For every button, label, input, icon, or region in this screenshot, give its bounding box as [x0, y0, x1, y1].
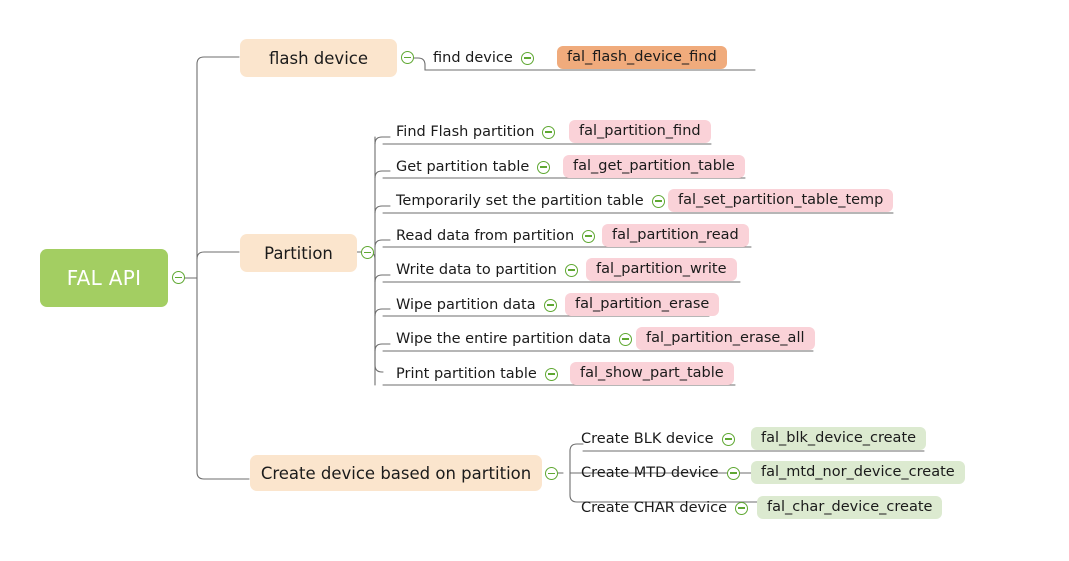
leaf-label: Create BLK device [581, 431, 714, 447]
collapse-minus-circle-icon-wipe-the-entire-partition-data[interactable] [619, 332, 632, 346]
api-badge-fal-show-part-table[interactable]: fal_show_part_table [570, 362, 734, 385]
leaf-row-get-partition-table[interactable]: Get partition table [396, 159, 556, 175]
leaf-row-print-partition-table[interactable]: Print partition table [396, 366, 564, 382]
leaf-row-temporarily-set-the-partition-table[interactable]: Temporarily set the partition table [396, 193, 671, 209]
collapse-minus-circle-icon-print-partition-table[interactable] [544, 367, 558, 381]
leaf-label: Find Flash partition [396, 124, 535, 140]
collapse-minus-circle-icon-find-flash-partition[interactable] [542, 125, 556, 139]
collapse-minus-circle-icon-temporarily-set-the-partition-table[interactable] [651, 194, 665, 208]
branch-node-partition[interactable]: Partition [240, 234, 357, 272]
branch-node-create-device-based-on-partition[interactable]: Create device based on partition [250, 455, 542, 491]
api-badge-label: fal_set_partition_table_temp [678, 192, 884, 209]
leaf-label: find device [433, 50, 513, 66]
api-badge-fal-set-partition-table-temp[interactable]: fal_set_partition_table_temp [668, 189, 894, 212]
leaf-row-find-device[interactable]: find device [433, 50, 540, 66]
api-badge-fal-partition-find[interactable]: fal_partition_find [569, 120, 711, 143]
collapse-minus-circle-icon-wipe-partition-data[interactable] [543, 298, 557, 312]
collapse-minus-circle-icon-find-device[interactable] [520, 51, 534, 65]
leaf-row-create-blk-device[interactable]: Create BLK device [581, 431, 741, 447]
api-badge-label: fal_partition_find [579, 123, 701, 140]
api-badge-label: fal_partition_write [596, 261, 727, 278]
leaf-row-read-data-from-partition[interactable]: Read data from partition [396, 228, 601, 244]
collapse-minus-circle-icon-create-blk-device[interactable] [721, 432, 735, 446]
api-badge-label: fal_partition_erase_all [646, 330, 805, 347]
leaf-row-create-char-device[interactable]: Create CHAR device [581, 500, 754, 516]
leaf-label: Print partition table [396, 366, 537, 382]
branch-node-label: Partition [264, 243, 333, 263]
collapse-minus-circle-icon-partition[interactable] [361, 246, 374, 259]
api-badge-fal-partition-read[interactable]: fal_partition_read [602, 224, 749, 247]
leaf-row-write-data-to-partition[interactable]: Write data to partition [396, 262, 584, 278]
api-badge-fal-mtd-nor-device-create[interactable]: fal_mtd_nor_device_create [751, 461, 965, 484]
collapse-minus-circle-icon-root[interactable] [172, 271, 185, 284]
leaf-label: Create MTD device [581, 465, 719, 481]
api-badge-fal-char-device-create[interactable]: fal_char_device_create [757, 496, 943, 519]
api-badge-fal-partition-erase[interactable]: fal_partition_erase [565, 293, 720, 316]
leaf-row-wipe-partition-data[interactable]: Wipe partition data [396, 297, 563, 313]
leaf-label: Create CHAR device [581, 500, 728, 516]
api-badge-fal-flash-device-find[interactable]: fal_flash_device_find [557, 46, 727, 69]
api-badge-label: fal_show_part_table [580, 365, 724, 382]
collapse-minus-circle-icon-get-partition-table[interactable] [537, 160, 551, 174]
api-badge-fal-get-partition-table[interactable]: fal_get_partition_table [563, 155, 745, 178]
leaf-row-wipe-the-entire-partition-data[interactable]: Wipe the entire partition data [396, 331, 638, 347]
leaf-row-find-flash-partition[interactable]: Find Flash partition [396, 124, 561, 140]
api-badge-label: fal_get_partition_table [573, 158, 735, 175]
api-badge-fal-partition-write[interactable]: fal_partition_write [586, 258, 737, 281]
collapse-minus-circle-icon-create-device-based-on-partition[interactable] [545, 467, 558, 480]
root-node-fal-api[interactable]: FAL API [40, 249, 168, 307]
leaf-label: Temporarily set the partition table [396, 193, 644, 209]
root-node-label: FAL API [66, 266, 142, 290]
branch-node-label: Create device based on partition [260, 463, 532, 483]
api-badge-label: fal_partition_erase [575, 296, 710, 313]
leaf-label: Wipe partition data [396, 297, 536, 313]
collapse-minus-circle-icon-flash-device[interactable] [401, 51, 414, 64]
branch-node-label: flash device [269, 48, 368, 68]
collapse-minus-circle-icon-read-data-from-partition[interactable] [582, 229, 596, 243]
collapse-minus-circle-icon-write-data-to-partition[interactable] [564, 263, 578, 277]
leaf-label: Get partition table [396, 159, 530, 175]
leaf-row-create-mtd-device[interactable]: Create MTD device [581, 465, 746, 481]
api-badge-label: fal_blk_device_create [761, 430, 917, 447]
api-badge-label: fal_partition_read [612, 227, 739, 244]
api-badge-label: fal_flash_device_find [567, 49, 717, 66]
api-badge-label: fal_mtd_nor_device_create [761, 464, 955, 481]
api-badge-label: fal_char_device_create [767, 499, 933, 516]
api-badge-fal-blk-device-create[interactable]: fal_blk_device_create [751, 427, 927, 450]
leaf-label: Read data from partition [396, 228, 575, 244]
api-badge-fal-partition-erase-all[interactable]: fal_partition_erase_all [636, 327, 815, 350]
collapse-minus-circle-icon-create-mtd-device[interactable] [726, 466, 740, 480]
leaf-label: Wipe the entire partition data [396, 331, 611, 347]
branch-node-flash-device[interactable]: flash device [240, 39, 397, 77]
collapse-minus-circle-icon-create-char-device[interactable] [735, 501, 749, 515]
leaf-label: Write data to partition [396, 262, 557, 278]
